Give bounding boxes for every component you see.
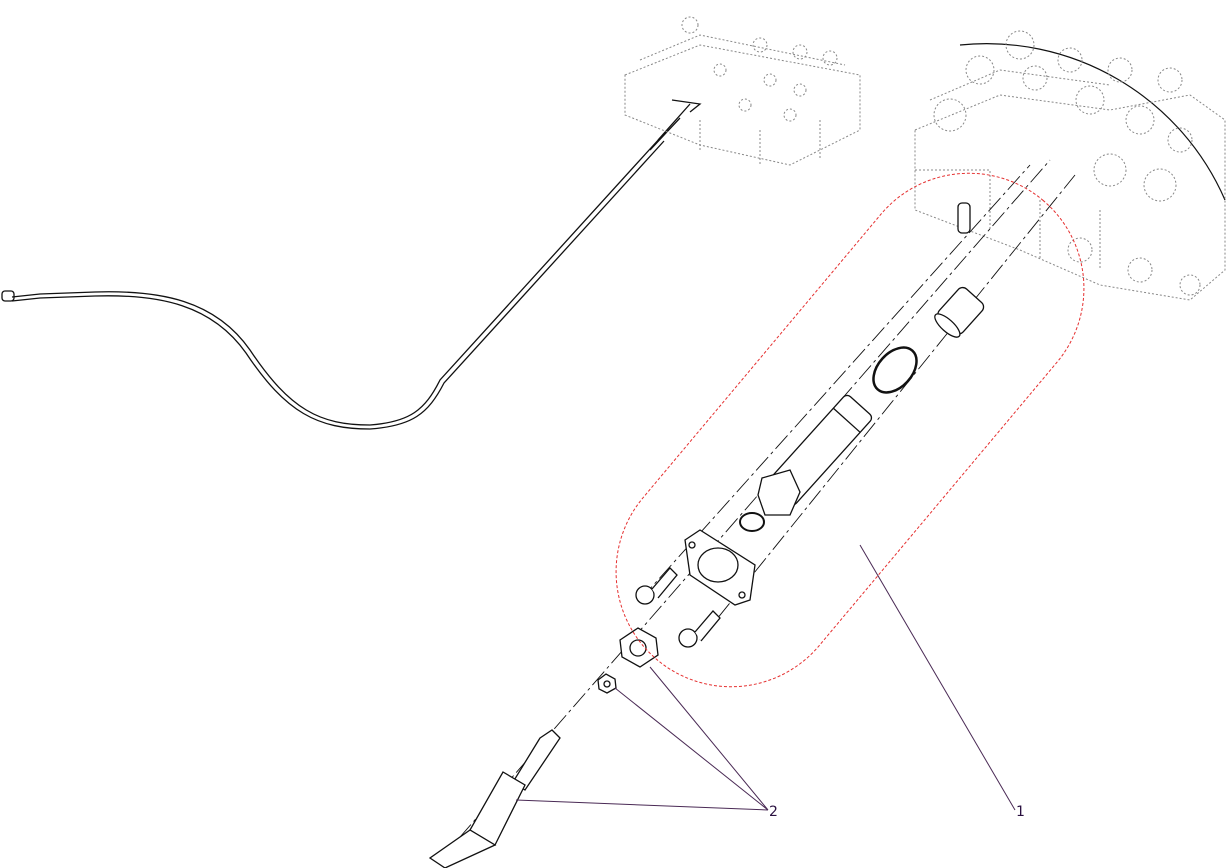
cap-screw-1 — [635, 567, 678, 605]
control-cable — [1, 99, 702, 430]
subassembly-boundary — [615, 172, 1085, 688]
flange — [684, 529, 756, 606]
cap-screw-2 — [678, 610, 721, 648]
parts — [428, 202, 985, 868]
valve-block-detail — [914, 30, 1226, 301]
leader-lines — [515, 544, 1016, 811]
cable-end — [428, 729, 561, 868]
o-ring-large — [872, 346, 918, 394]
dowel-pin — [957, 202, 971, 234]
valve-block-small — [624, 16, 861, 166]
hex-nut-large — [619, 627, 659, 668]
balloon-item-2: 2 — [769, 804, 778, 820]
balloon-item-1: 1 — [1016, 804, 1025, 820]
hex-fitting — [757, 469, 801, 516]
o-ring-small — [739, 512, 765, 532]
coupling — [934, 286, 985, 338]
hex-nut-small — [597, 673, 617, 694]
